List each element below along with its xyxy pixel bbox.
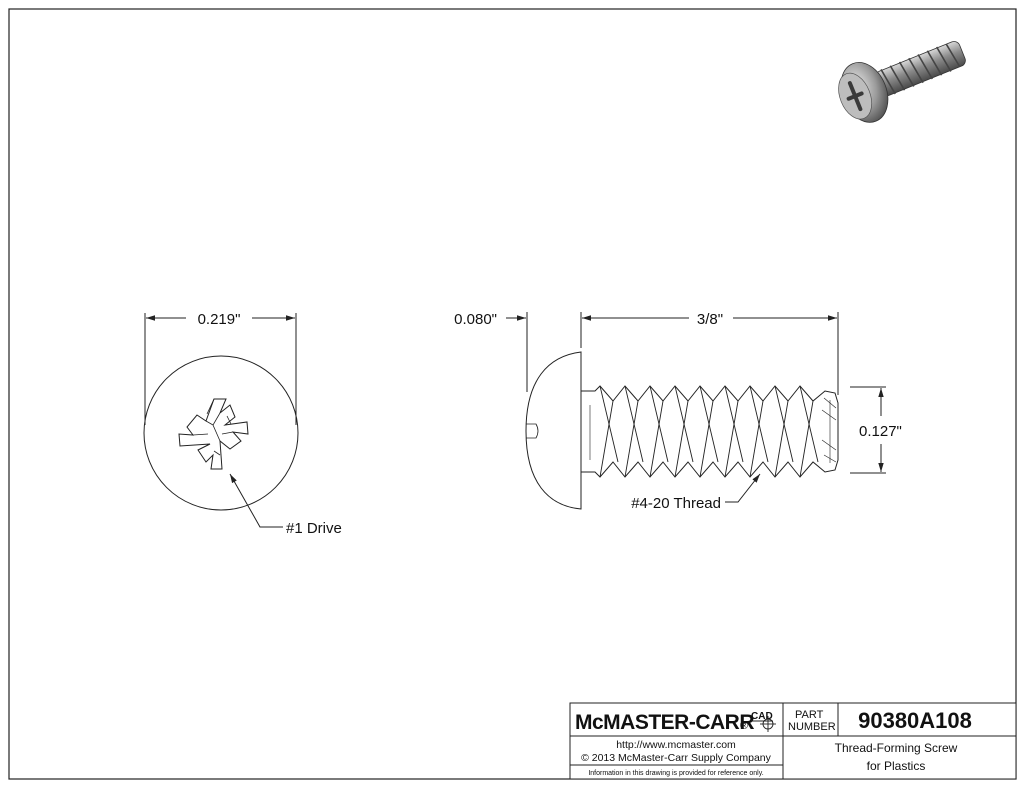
- part-number-label-line1: PART: [795, 709, 824, 721]
- screw-render-image: [838, 41, 966, 123]
- brand-cad-mark: CAD: [751, 711, 773, 722]
- length-label: 3/8": [697, 311, 723, 328]
- front-view: [143, 313, 299, 528]
- copyright-text: © 2013 McMaster-Carr Supply Company: [581, 752, 772, 764]
- description-line2: for Plastics: [867, 759, 926, 773]
- part-number-value: 90380A108: [858, 708, 972, 733]
- side-view: [506, 312, 886, 510]
- thread-diameter-label: 0.127": [859, 423, 902, 440]
- head-height-label: 0.080": [454, 311, 497, 328]
- thread-callout-label: #4-20 Thread: [631, 495, 721, 512]
- brand-registered-mark: ®: [740, 720, 748, 732]
- phillips-recess: [178, 398, 249, 470]
- drive-callout-label: #1 Drive: [286, 520, 342, 537]
- head-diameter-label: 0.219": [198, 311, 241, 328]
- website-url: http://www.mcmaster.com: [616, 739, 736, 751]
- disclaimer-text: Information in this drawing is provided …: [588, 770, 763, 777]
- sheet-border: [8, 8, 1017, 780]
- part-number-label-line2: NUMBER: [788, 721, 836, 733]
- screw-head-outline: [143, 355, 299, 511]
- description-line1: Thread-Forming Screw: [835, 741, 958, 755]
- brand-logo-text: McMASTER-CARR: [575, 711, 754, 734]
- thread-profile: [581, 385, 839, 478]
- screw-head-side: [525, 351, 582, 510]
- cad-crosshair-icon: [751, 716, 776, 732]
- title-block: [569, 702, 1017, 780]
